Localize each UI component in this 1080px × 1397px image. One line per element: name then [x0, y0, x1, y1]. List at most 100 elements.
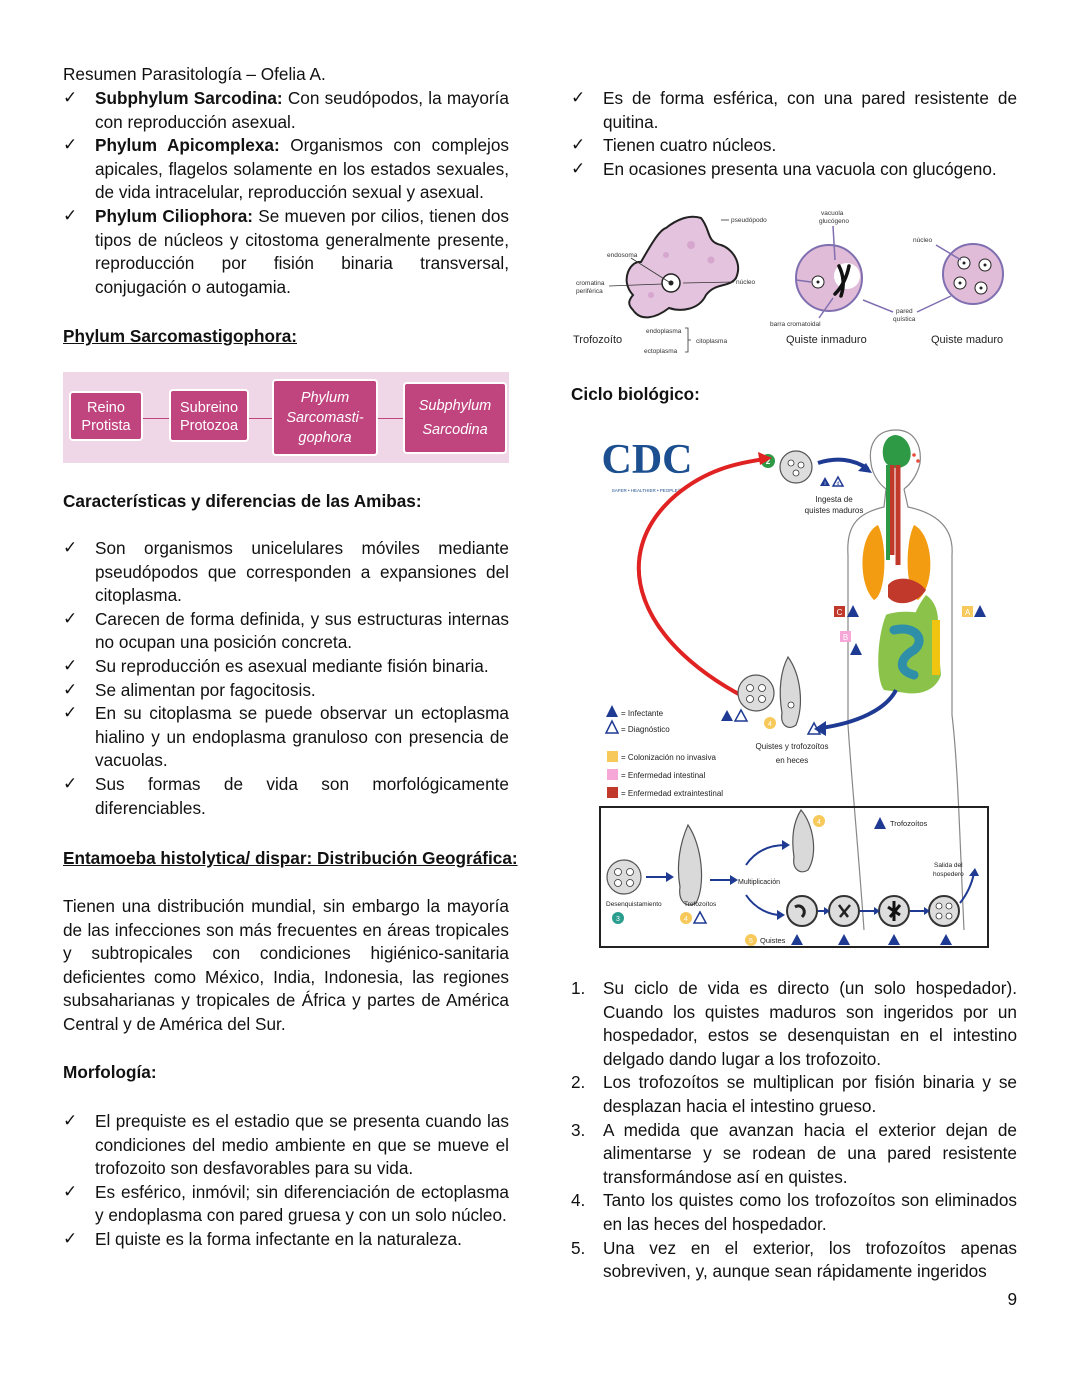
list-item: ✓El quiste es la forma infectante en la …	[63, 1228, 509, 1252]
list-item: 1.Su ciclo de vida es directo (un solo h…	[571, 978, 1017, 1069]
section-title-sarcomastigophora: Phylum Sarcomastigophora:	[63, 326, 297, 346]
cyst-icon	[928, 895, 960, 927]
check-icon: ✓	[63, 773, 78, 794]
check-icon: ✓	[63, 679, 78, 700]
svg-text:d: d	[837, 481, 840, 487]
check-icon: ✓	[63, 135, 78, 156]
check-icon: ✓	[63, 88, 78, 108]
check-icon: ✓	[63, 703, 78, 724]
legend-colonizacion: = Colonización no invasiva	[621, 753, 716, 762]
list-item: ✓Es esférico, inmóvil; sin diferenciació…	[63, 1181, 509, 1226]
morfologia-list: ✓El prequiste es el estadio que se prese…	[63, 1110, 509, 1252]
svg-text:i: i	[824, 481, 825, 487]
list-item: 5.Una vez en el exterior, los trofozoíto…	[571, 1237, 1017, 1282]
step-4-badge	[813, 815, 825, 827]
label-endosoma: endosoma	[607, 252, 638, 259]
legend-diagnostico: = Diagnóstico	[621, 725, 670, 734]
intro-list: ✓ Subphylum Sarcodina: Con seudópodos, l…	[63, 87, 509, 299]
list-item: ✓Sus formas de vida son morfológicamente…	[63, 773, 509, 818]
diagnostic-stage-icon	[831, 475, 845, 487]
badge-c	[834, 606, 845, 617]
list-item: ✓Tienen cuatro núcleos.	[571, 134, 1017, 158]
list-item: ✓Su reproducción es asexual mediante fis…	[63, 655, 509, 679]
section-title-geo: Entamoeba histolytica/ dispar: Distribuc…	[63, 848, 518, 868]
cyst-icon	[606, 859, 642, 895]
badge-a	[962, 606, 973, 617]
trophozoite-icon	[779, 655, 801, 728]
svg-text:B: B	[843, 633, 848, 642]
cycle-steps-list: 1.Su ciclo de vida es directo (un solo h…	[571, 977, 1017, 1284]
label-heces-2: en heces	[776, 756, 808, 765]
label-quistes: Quistes	[760, 936, 786, 945]
precyst-icon	[786, 895, 818, 927]
list-item: ✓Es de forma esférica, con una pared res…	[571, 88, 1017, 132]
label-ingesta-2: quistes maduros	[805, 506, 864, 515]
legend-infectante: = Infectante	[621, 709, 664, 718]
list-item: ✓ Phylum Ciliophora: Se mueven por cilio…	[63, 205, 509, 297]
legend-diagnostic-icon	[604, 719, 620, 734]
list-item: ✓ Phylum Apicomplexa: Organismos con com…	[63, 135, 509, 203]
check-icon: ✓	[571, 135, 586, 156]
list-item: ✓Son organismos unicelulares móviles med…	[63, 538, 509, 606]
step-5-badge	[745, 934, 757, 946]
svg-text:2: 2	[766, 457, 771, 466]
label-glucogeno: glucógeno	[819, 218, 849, 225]
legend-c-icon	[607, 787, 618, 798]
label-multiplicacion: Multiplicación	[738, 879, 780, 886]
label-pseudopodo: pseudópodo	[731, 217, 767, 224]
label-trofozoitos-inset: Trofozoítos	[890, 819, 927, 828]
check-icon: ✓	[63, 1111, 78, 1131]
cyst-icon	[737, 674, 775, 712]
check-icon: ✓	[63, 205, 78, 226]
amoeba-morphology-figure: pseudópodo endosoma cromatina periférica…	[573, 210, 1004, 355]
human-body-drawing	[847, 429, 965, 931]
cdc-logo-text: CDC	[602, 437, 693, 483]
life-cycle-figure: CDC SAFER • HEALTHIER • PEOPLE™ Ingesta …	[599, 429, 989, 948]
label-citoplasma: citoplasma	[696, 338, 727, 345]
cyst-icon	[779, 450, 813, 484]
trophozoite-icon	[677, 823, 703, 906]
label-nucleo: núcleo	[736, 279, 756, 286]
label-heces-1: Quistes y trofozoítos	[756, 742, 829, 751]
list-item: ✓Se alimentan por fagocitosis.	[63, 679, 509, 703]
label-periferica: periférica	[576, 288, 603, 295]
step-3-badge	[612, 912, 624, 924]
legend-intestinal: = Enfermedad intestinal	[621, 771, 705, 780]
label-pared: pared	[896, 308, 913, 315]
badge-b	[840, 631, 851, 642]
list-item: ✓Carecen de forma definida, y sus estruc…	[63, 608, 509, 653]
taxon-box-subreino: Subreino Protozoa	[169, 389, 249, 442]
label-endoplasma: endoplasma	[646, 328, 682, 335]
check-icon: ✓	[63, 608, 78, 629]
intestine-inset-box	[599, 806, 989, 948]
label-quistica: quística	[893, 316, 916, 323]
legend-infective-icon	[606, 705, 618, 717]
svg-text:C: C	[837, 608, 843, 617]
legend-b-icon	[607, 769, 618, 780]
label-quiste-inmaduro: Quiste inmaduro	[786, 334, 867, 346]
label-ingesta-1: Ingesta de	[815, 495, 853, 504]
check-icon: ✓	[571, 158, 586, 179]
step-4-badge	[680, 912, 692, 924]
mature-cyst-drawing	[942, 243, 1004, 305]
label-trofozoito: Trofozoíto	[573, 334, 622, 346]
list-item: 4.Tanto los quistes como los trofozoítos…	[571, 1190, 1017, 1234]
list-item: ✓En su citoplasma se puede observar un e…	[63, 703, 509, 771]
svg-text:3: 3	[616, 916, 620, 923]
page-number: 9	[1007, 1289, 1017, 1309]
section-title-amibas: Características y diferencias de las Ami…	[63, 491, 422, 511]
svg-text:5: 5	[749, 938, 753, 945]
immature-cyst-drawing	[795, 244, 863, 312]
amibas-list: ✓Son organismos unicelulares móviles med…	[63, 537, 509, 820]
step-4-badge	[764, 717, 776, 729]
trophozoite-drawing	[625, 215, 740, 319]
trophozoite-icon	[792, 808, 815, 873]
taxon-box-phylum: Phylum Sarcomasti- gophora	[272, 379, 378, 456]
label-desenquistamiento: Desenquistamiento	[606, 901, 662, 908]
list-item: ✓ Subphylum Sarcodina: Con seudópodos, l…	[63, 88, 509, 132]
cdc-logo	[604, 430, 690, 486]
svg-text:4: 4	[768, 721, 772, 728]
section-title-morfologia: Morfología:	[63, 1062, 157, 1082]
section-title-ciclo: Ciclo biológico:	[571, 384, 700, 404]
check-icon: ✓	[63, 1181, 78, 1202]
